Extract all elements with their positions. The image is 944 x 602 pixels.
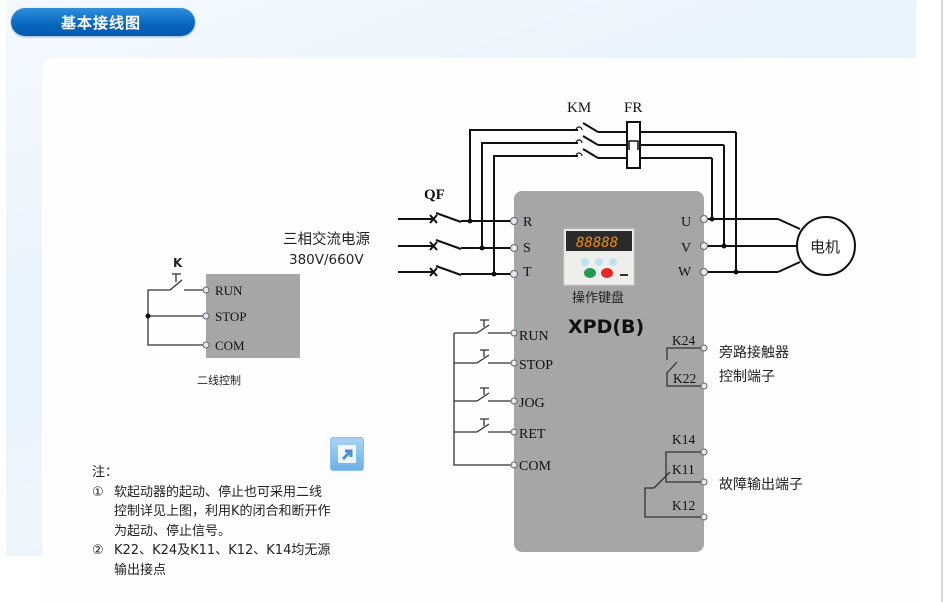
- fr-label: FR: [624, 100, 642, 116]
- terminal-label-w: W: [678, 265, 692, 280]
- control-label-run: RUN: [519, 329, 549, 344]
- control-terminals: [510, 329, 518, 469]
- thermal-relay: [626, 121, 641, 169]
- terminal-label-k11: K11: [672, 462, 695, 477]
- bypass-relay-contacts: [666, 347, 701, 387]
- model-label: XPD(B): [568, 316, 644, 338]
- expand-icon[interactable]: [330, 437, 364, 471]
- note-item: ② K22、K24及K11、K12、K14均无源 输出接点: [92, 541, 331, 580]
- keypad-display: 88888: [576, 235, 618, 251]
- qf-label: QF: [424, 187, 445, 203]
- note-number: ①: [92, 484, 104, 500]
- terminal-label-t: T: [523, 265, 532, 280]
- control-label-jog: JOG: [519, 396, 545, 411]
- terminal-label-k12: K12: [672, 498, 695, 513]
- two-wire-caption: 二线控制: [197, 373, 241, 387]
- terminal-label-r: R: [523, 215, 533, 230]
- fault-output-label: 故障输出端子: [719, 477, 803, 493]
- terminal-label-k22: K22: [673, 371, 696, 386]
- two-wire-label-com: COM: [215, 338, 245, 353]
- terminal-label-k14: K14: [672, 432, 695, 447]
- terminal-label-s: S: [523, 241, 531, 256]
- two-wire-wiring: [147, 273, 203, 346]
- note-line: K22、K24及K11、K12、K14均无源: [114, 543, 331, 558]
- terminal-label-v: V: [681, 241, 691, 256]
- control-label-com: COM: [519, 459, 551, 474]
- scrollbar[interactable]: [941, 0, 943, 602]
- terminal-label-u: U: [681, 215, 691, 230]
- keypad-run-button: [584, 268, 596, 278]
- soft-starter-unit: [514, 191, 704, 552]
- control-label-ret: RET: [519, 427, 546, 442]
- note-line: 软起动器的起动、停止也可采用二线: [114, 484, 323, 500]
- power-source-label: 三相交流电源: [283, 230, 370, 248]
- note-line: 输出接点: [114, 562, 167, 578]
- control-label-stop: STOP: [519, 358, 553, 373]
- contactor-contacts: [575, 126, 583, 157]
- two-wire-label-stop: STOP: [215, 309, 247, 324]
- section-title-badge: 基本接线图: [11, 8, 195, 36]
- note-line: 控制详见上图，利用K的闭合和断开作: [114, 504, 331, 519]
- fault-relay-contacts: [644, 451, 701, 518]
- km-label: KM: [567, 100, 591, 116]
- control-wiring: [453, 319, 511, 466]
- notes-section: 注： ① 软起动器的起动、停止也可采用二线 控制详见上图，利用K的闭合和断开作 …: [92, 463, 331, 580]
- terminal-label-k24: K24: [672, 333, 695, 348]
- bypass-label-line1: 旁路接触器: [719, 344, 789, 361]
- two-wire-switch-label: K: [173, 256, 183, 270]
- breaker-contacts: [429, 214, 438, 277]
- power-terminals: [510, 215, 708, 278]
- two-wire-label-run: RUN: [215, 283, 243, 298]
- bypass-label-line2: 控制端子: [719, 369, 775, 385]
- operation-keypad: 88888: [563, 228, 635, 286]
- two-wire-unit: [206, 274, 300, 358]
- notes-heading: 注：: [92, 465, 119, 480]
- note-item: ① 软起动器的起动、停止也可采用二线 控制详见上图，利用K的闭合和断开作 为起动…: [92, 483, 331, 542]
- keypad-label: 操作键盘: [572, 290, 624, 306]
- motor-symbol: [796, 216, 856, 276]
- motor-label: 电机: [810, 238, 840, 256]
- keypad-stop-button: [601, 268, 613, 278]
- content-card: [42, 58, 916, 602]
- relay-terminals: [700, 344, 708, 521]
- section-title: 基本接线图: [61, 14, 142, 32]
- note-number: ②: [92, 543, 104, 558]
- power-voltage-label: 380V/660V: [289, 252, 364, 268]
- note-line: 为起动、停止信号。: [114, 523, 232, 539]
